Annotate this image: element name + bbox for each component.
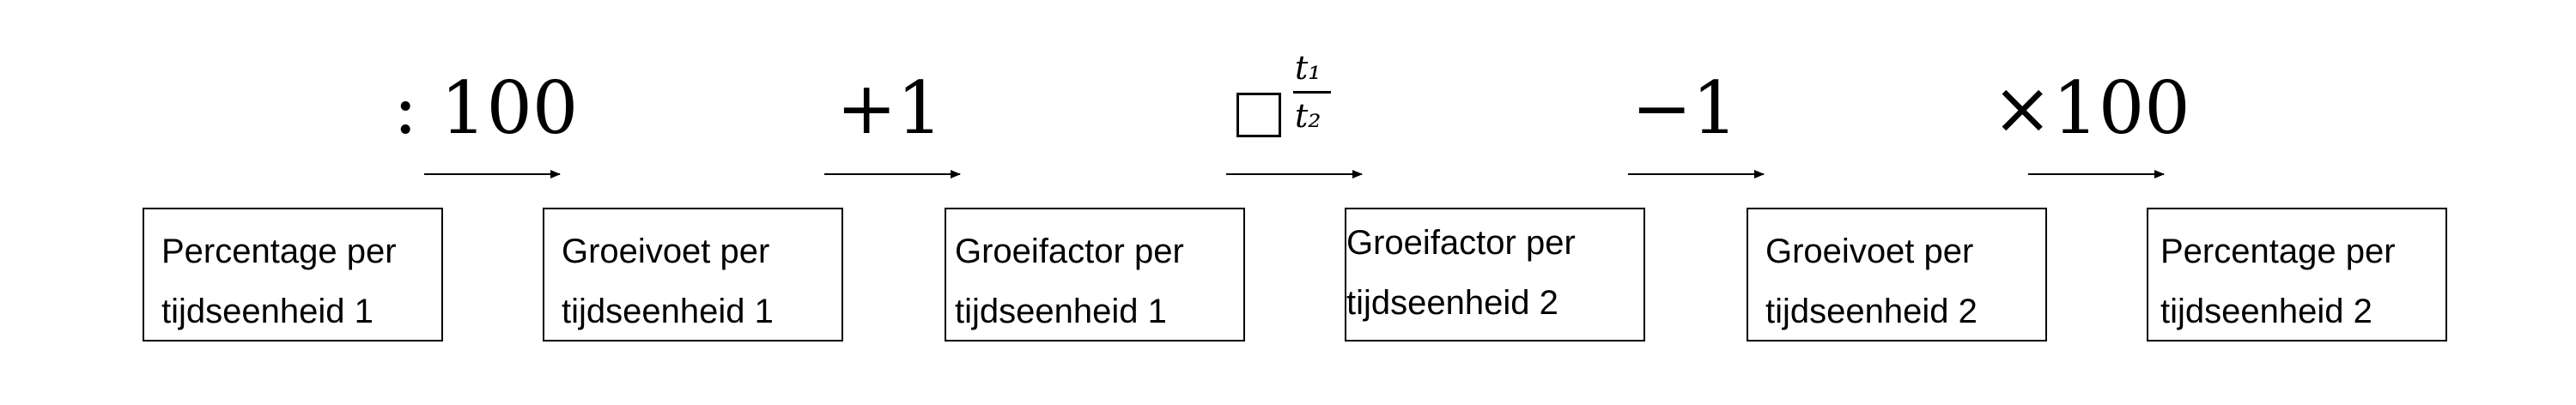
box-groeivoet-t1: Groeivoet per tijdseenheid 1 bbox=[543, 208, 843, 342]
placeholder-square bbox=[1236, 93, 1281, 137]
box-groeifactor-t2: Groeifactor per tijdseenheid 2 bbox=[1345, 208, 1645, 342]
box-label-line1: Groeifactor per bbox=[1346, 224, 1576, 262]
box-groeivoet-t2: Groeivoet per tijdseenheid 2 bbox=[1747, 208, 2047, 342]
box-label-line1: Percentage per bbox=[161, 233, 397, 270]
box-percentage-t1: Percentage per tijdseenheid 1 bbox=[143, 208, 443, 342]
box-groeifactor-t1: Groeifactor per tijdseenheid 1 bbox=[945, 208, 1245, 342]
box-label-line2: tijdseenheid 2 bbox=[1346, 284, 1558, 322]
box-label-line2: tijdseenheid 1 bbox=[955, 293, 1167, 330]
exponent-fraction-bar bbox=[1293, 91, 1331, 94]
box-label-line1: Groeivoet per bbox=[562, 233, 770, 270]
exponent-numerator: t₁ bbox=[1295, 49, 1321, 87]
box-label-line2: tijdseenheid 1 bbox=[562, 293, 774, 330]
box-label-line1: Groeifactor per bbox=[955, 233, 1184, 270]
operation-plus-1: +1 bbox=[836, 66, 943, 150]
box-label-line2: tijdseenheid 2 bbox=[2160, 293, 2372, 330]
box-label-line2: tijdseenheid 2 bbox=[1765, 293, 1978, 330]
operation-divide-100: : 100 bbox=[393, 66, 579, 150]
box-label-line1: Percentage per bbox=[2160, 233, 2396, 270]
exponent-denominator: t₂ bbox=[1295, 97, 1321, 135]
box-label-line2: tijdseenheid 1 bbox=[161, 293, 374, 330]
box-label-line1: Groeivoet per bbox=[1765, 233, 1974, 270]
operation-minus-1: −1 bbox=[1631, 66, 1738, 150]
operation-power-t1-over-t2: t₁ t₂ bbox=[1236, 51, 1348, 154]
operation-times-100: ×100 bbox=[1992, 66, 2190, 150]
box-percentage-t2: Percentage per tijdseenheid 2 bbox=[2147, 208, 2447, 342]
